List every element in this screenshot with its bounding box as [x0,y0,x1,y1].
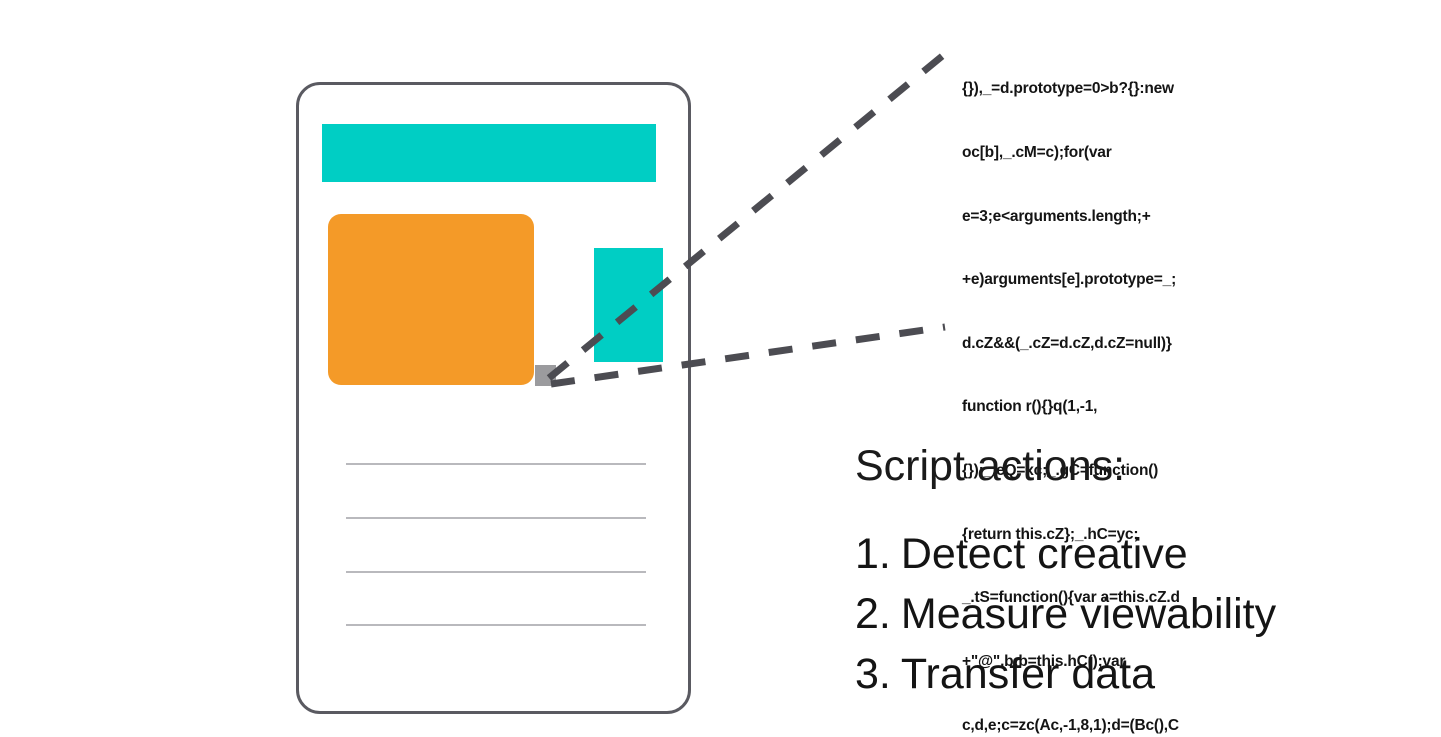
code-line: {return this.cZ};_.hC=yc; [962,525,1139,543]
code-line: +"@",b;b=this.hC();var [962,652,1126,670]
action-label: Transfer data [900,650,1156,698]
code-line: d.cZ&&(_.cZ=d.cZ,d.cZ=null)} [962,334,1172,352]
content-placeholder-line [346,571,646,573]
content-placeholder-line [346,517,646,519]
code-line: function r(){}q(1,-1, [962,398,1098,416]
script-action-item: 1.Detect creative [855,524,1395,584]
action-label: Detect creative [900,530,1188,578]
content-placeholder-line [346,463,646,465]
measurement-pixel-marker [535,365,556,386]
script-actions-list: 1.Detect creative 2.Measure viewability … [855,524,1395,704]
code-line: oc[b],_.cM=c);for(var [962,144,1112,162]
code-line: c,d,e;c=zc(Ac,-1,8,1);d=(Bc(),C [962,716,1179,734]
teal-banner-creative [322,124,656,182]
action-number: 3. [855,650,891,698]
code-line: {}),_=d.prototype=0>b?{}:new [962,80,1174,98]
content-placeholder-line [346,624,646,626]
script-code-snippet: {}),_=d.prototype=0>b?{}:new oc[b],_.cM=… [962,36,1262,737]
action-label: Measure viewability [900,590,1277,638]
script-actions-panel: Script actions: 1.Detect creative 2.Meas… [855,445,1395,704]
teal-side-creative-block [594,248,663,362]
script-action-item: 3.Transfer data [855,644,1395,704]
orange-creative-block [328,214,534,385]
action-number: 2. [855,590,891,638]
code-line: {});_.eQ=xc;_.gC=function() [962,462,1159,480]
action-number: 1. [855,530,891,578]
script-actions-title: Script actions: [855,442,1126,490]
script-action-item: 2.Measure viewability [855,584,1395,644]
code-line: e=3;e<arguments.length;+ [962,207,1151,225]
code-line: +e)arguments[e].prototype=_; [962,271,1177,289]
code-line: _.tS=function(){var a=this.cZ.d [962,589,1180,607]
